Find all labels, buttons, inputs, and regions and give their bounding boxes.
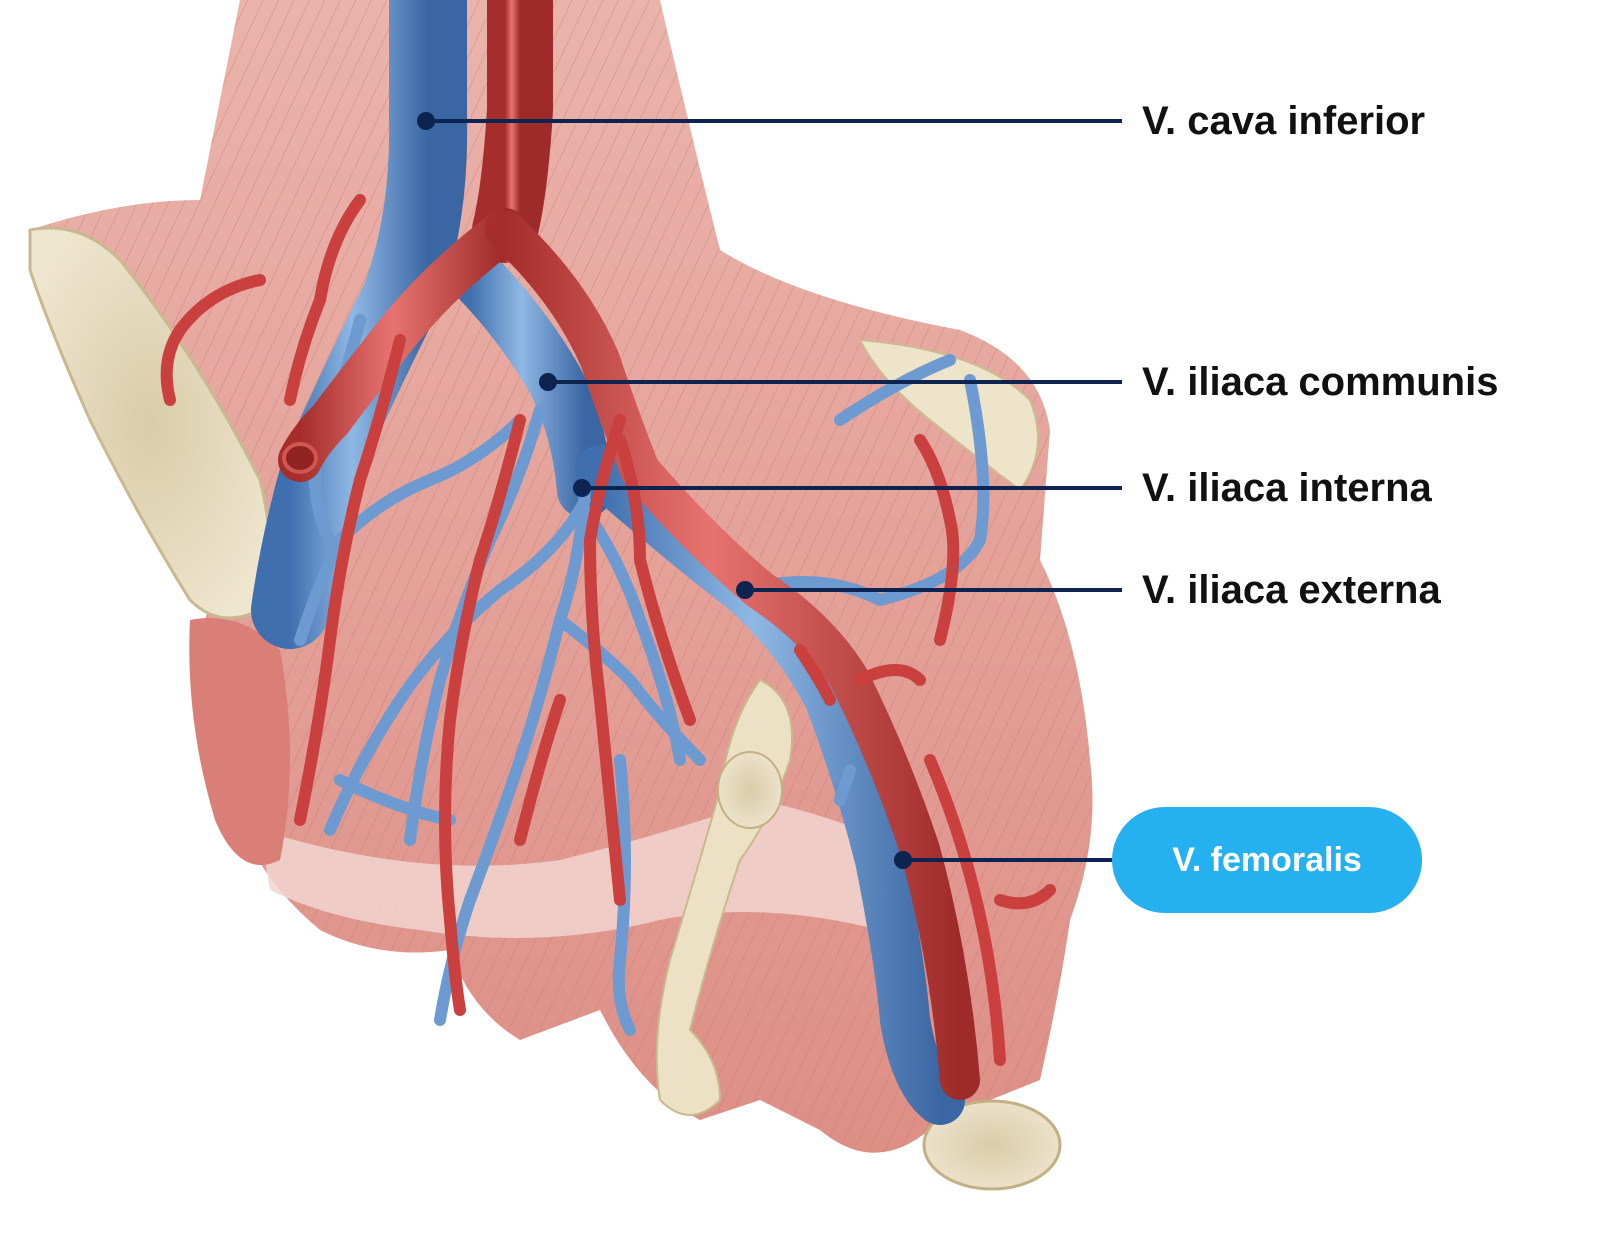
label-v-iliaca-communis: V. iliaca communis	[1142, 360, 1499, 404]
bone-layer	[28, 226, 1062, 1191]
label-v-cava-inferior: V. cava inferior	[1142, 99, 1426, 143]
pointer-dot-communis	[539, 373, 557, 391]
right-common-iliac-artery-vessel	[485, 210, 980, 1100]
cut-artery-end	[282, 442, 318, 474]
pubic-cross-section-bone	[717, 751, 783, 829]
pelvic-floor-membrane	[260, 800, 930, 938]
leader-lines	[417, 112, 1122, 869]
vein-branches	[294, 314, 990, 1036]
pointer-dot-cava	[417, 112, 435, 130]
pointer-dot-interna	[573, 479, 591, 497]
left-common-iliac-artery-vessel	[278, 208, 527, 482]
aorta-vessel	[472, 0, 553, 263]
label-v-femoralis-highlighted: V. femoralis	[1112, 807, 1422, 913]
gluteal-muscle	[189, 618, 290, 865]
muscle-layer	[30, 0, 1093, 1153]
artery-branches	[160, 194, 1056, 1066]
pointer-dot-femoralis	[894, 851, 912, 869]
label-v-iliaca-externa: V. iliaca externa	[1142, 568, 1441, 612]
pointer-dot-externa	[736, 581, 754, 599]
artery-layer	[160, 0, 1056, 1100]
femur-cross-section-bone	[922, 1099, 1062, 1191]
label-v-iliaca-interna: V. iliaca interna	[1142, 466, 1432, 510]
